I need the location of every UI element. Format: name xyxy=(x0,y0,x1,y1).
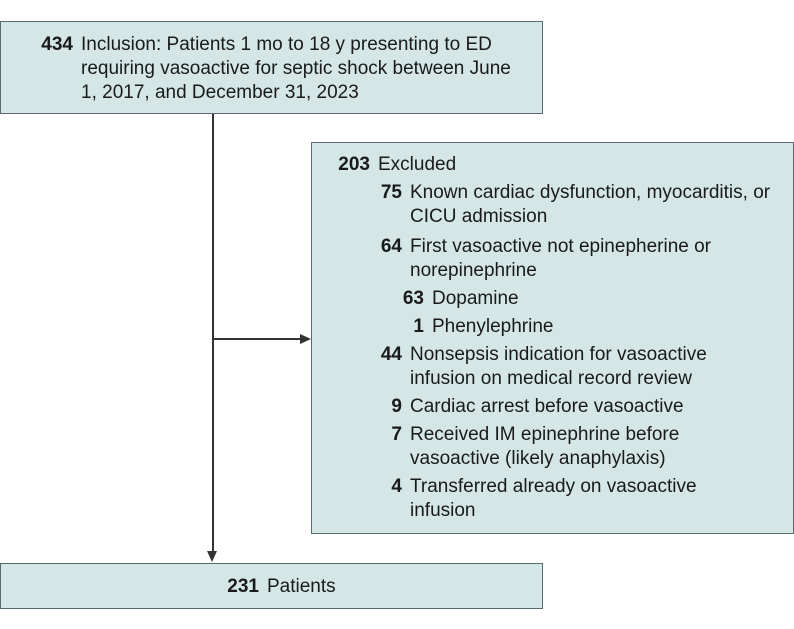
excluded-subitem-phenylephrine: 1 Phenylephrine xyxy=(312,315,785,339)
excluded-item-text: Dopamine xyxy=(432,288,519,309)
excluded-item-text: Cardiac arrest before vasoactive xyxy=(410,396,684,417)
excluded-item-im-epinephrine: 7 Received IM epinephrine before vasoact… xyxy=(312,423,785,471)
excluded-item-transferred: 4 Transferred already on vasoactive infu… xyxy=(312,475,785,523)
excluded-count: 203 xyxy=(338,154,370,175)
excluded-item-count: 63 xyxy=(402,288,424,309)
inclusion-box: 434 Inclusion: Patients 1 mo to 18 y pre… xyxy=(0,21,543,114)
inclusion-text: Inclusion: Patients 1 mo to 18 y present… xyxy=(81,34,511,103)
excluded-item-count: 64 xyxy=(380,236,402,257)
excluded-item-nonsepsis: 44 Nonsepsis indication for vasoactive i… xyxy=(312,343,785,391)
final-box: 231 Patients xyxy=(0,563,543,609)
excluded-box: 203 Excluded 75 Known cardiac dysfunctio… xyxy=(311,142,794,534)
excluded-item-text: First vasoactive not epinepherine or nor… xyxy=(410,236,711,281)
excluded-item-count: 44 xyxy=(380,344,402,365)
excluded-item-count: 1 xyxy=(413,316,424,337)
final-count: 231 xyxy=(227,576,259,597)
exclusion-branch-line xyxy=(212,338,302,340)
final-row: 231 Patients xyxy=(1,575,532,599)
excluded-item-text: Phenylephrine xyxy=(432,316,554,337)
exclusion-branch-arrowhead xyxy=(300,333,311,344)
final-text: Patients xyxy=(267,576,336,597)
excluded-item-first-vasoactive: 64 First vasoactive not epinepherine or … xyxy=(312,235,785,283)
excluded-subitem-dopamine: 63 Dopamine xyxy=(312,287,785,311)
excluded-item-cardiac-dysfunction: 75 Known cardiac dysfunction, myocarditi… xyxy=(312,181,785,229)
excluded-header-row: 203 Excluded xyxy=(312,153,785,177)
excluded-label: Excluded xyxy=(378,154,457,175)
excluded-item-count: 7 xyxy=(391,424,402,445)
main-flow-arrowhead xyxy=(207,551,217,562)
inclusion-count: 434 xyxy=(41,34,73,55)
excluded-item-count: 75 xyxy=(380,182,402,203)
inclusion-row: 434 Inclusion: Patients 1 mo to 18 y pre… xyxy=(1,33,532,105)
main-flow-line xyxy=(212,114,214,552)
excluded-item-text: Received IM epinephrine before vasoactiv… xyxy=(410,424,680,469)
excluded-item-count: 4 xyxy=(391,476,402,497)
excluded-item-text: Known cardiac dysfunction, myocarditis, … xyxy=(410,182,771,227)
excluded-item-cardiac-arrest: 9 Cardiac arrest before vasoactive xyxy=(312,395,785,419)
excluded-item-count: 9 xyxy=(391,396,402,417)
excluded-item-text: Nonsepsis indication for vasoactive infu… xyxy=(410,344,707,389)
excluded-item-text: Transferred already on vasoactive infusi… xyxy=(410,476,697,521)
